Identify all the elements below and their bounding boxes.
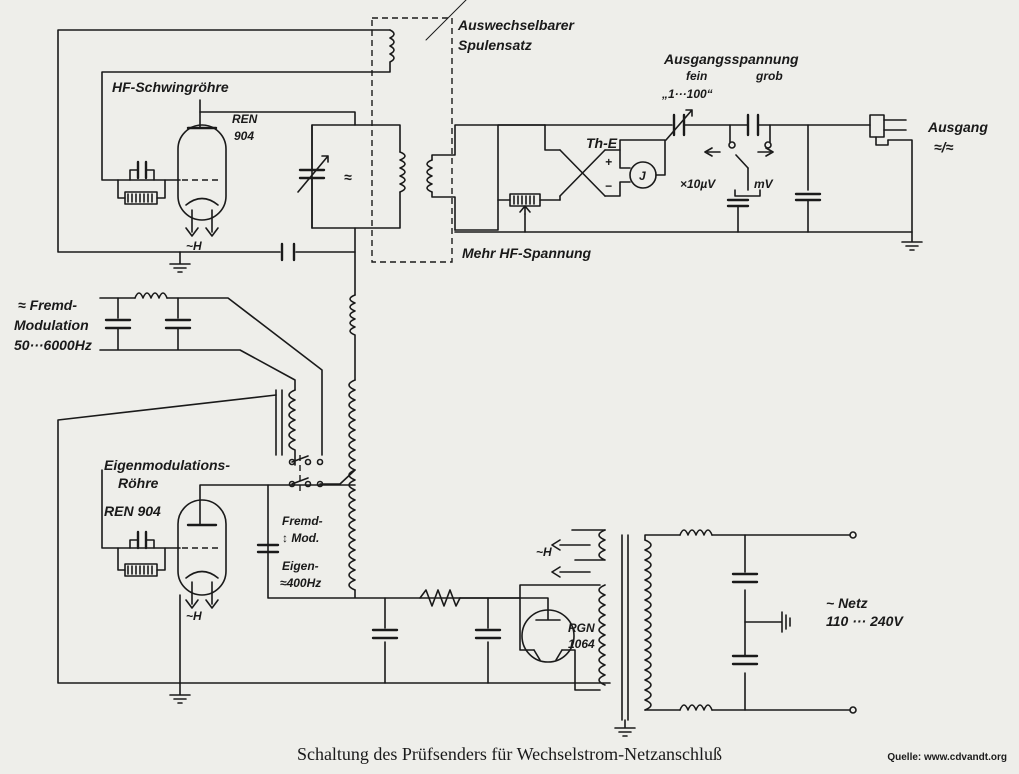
power-supply (371, 529, 857, 737)
hf-tube-type-2: 904 (234, 129, 254, 143)
filter-resistor (419, 589, 461, 607)
rectifier-label-2: 1064 (568, 637, 595, 651)
labels: HF-Schwingröhre REN 904 Auswechselbarer … (14, 17, 988, 651)
hf-oscillator-section (57, 29, 373, 273)
ext-mod-label-2: Modulation (14, 317, 89, 333)
coarse-label: grob (755, 69, 783, 83)
mains-choke-top (679, 529, 713, 536)
thermo-label: Th-E (586, 135, 618, 151)
output-section (454, 109, 923, 251)
heater-label-3: ~H (536, 545, 552, 559)
self-mod-label-2: Röhre (118, 475, 159, 491)
interchangeable-coil (371, 29, 395, 73)
ground-icon (169, 251, 191, 273)
mains-choke-bottom (679, 704, 713, 711)
source-credit: Quelle: www.cdvandt.org (887, 752, 1007, 763)
output-jack (869, 114, 885, 138)
heater-label-2: ~H (186, 609, 202, 623)
thermocouple (559, 149, 606, 197)
rf-choke (349, 294, 356, 381)
ext-mod-label-1: ≈ Fremd- (18, 297, 77, 313)
plus-label: + (605, 155, 612, 169)
plate-supply (199, 294, 521, 599)
fine-label: fein (686, 69, 707, 83)
switch-label-1: Fremd- (282, 514, 323, 528)
hf-grid-capacitor (136, 160, 148, 180)
modulation-transformer-coil (288, 389, 296, 466)
mains-label-1: ~ Netz (826, 595, 868, 611)
hv-winding (598, 584, 606, 686)
tank-symbol: ≈ (344, 169, 352, 185)
hf-coupling-capacitor (280, 242, 296, 262)
output-filter-capacitor (794, 192, 822, 202)
hf-tube-type-1: REN (232, 112, 258, 126)
transformer-core (621, 534, 629, 721)
mains-filter-capacitor (731, 572, 759, 666)
heater-winding (574, 529, 606, 561)
coarse-capacitor (746, 113, 760, 137)
hf-tube-title: HF-Schwingröhre (112, 79, 229, 95)
modulation-input (57, 292, 356, 684)
output-voltage-label: Ausgangsspannung (663, 51, 799, 67)
tank-circuit (297, 0, 546, 296)
ground-icon (169, 682, 191, 704)
hf-tube-cathode (185, 197, 219, 206)
coil-set-label-2: Spulensatz (458, 37, 532, 53)
switch-label-2: ↕ Mod. (282, 531, 319, 545)
output-symbol: ≈/≈ (934, 139, 954, 155)
coil-set-box (371, 17, 453, 263)
ext-mod-label-3: 50···6000Hz (14, 337, 92, 353)
self-modulation-section (101, 469, 611, 704)
modulation-coupling-capacitor (256, 543, 280, 554)
ground-icon (614, 719, 636, 737)
primary-winding (644, 539, 652, 711)
output-label: Ausgang (927, 119, 988, 135)
switch-label-4: ≈400Hz (280, 576, 321, 590)
self-mod-tube-label: REN 904 (104, 503, 161, 519)
switch-label-3: Eigen- (282, 559, 319, 573)
mains-label-2: 110 ··· 240V (826, 613, 904, 629)
mv-label: mV (754, 177, 774, 191)
output-coupling-coil (426, 159, 433, 193)
ground-icon (901, 231, 923, 251)
more-hf-label: Mehr HF-Spannung (462, 245, 592, 261)
tank-coil (399, 151, 406, 193)
rectifier-label-1: RGN (568, 621, 595, 635)
modulation-choke (134, 292, 168, 299)
range-switch (729, 124, 771, 169)
meter-label: J (639, 169, 646, 183)
range-label: „1···100“ (661, 87, 713, 101)
hf-grid-resistor (124, 191, 158, 205)
uv-label: ×10µV (680, 177, 716, 191)
self-mod-label-1: Eigenmodulations- (104, 457, 230, 473)
heater-label-1: ~H (186, 239, 202, 253)
minus-label: − (605, 179, 612, 193)
coil-set-label-1: Auswechselbarer (457, 17, 575, 33)
hf-tube-envelope (177, 124, 227, 221)
figure-caption: Schaltung des Prüfsenders für Wechselstr… (296, 744, 723, 764)
